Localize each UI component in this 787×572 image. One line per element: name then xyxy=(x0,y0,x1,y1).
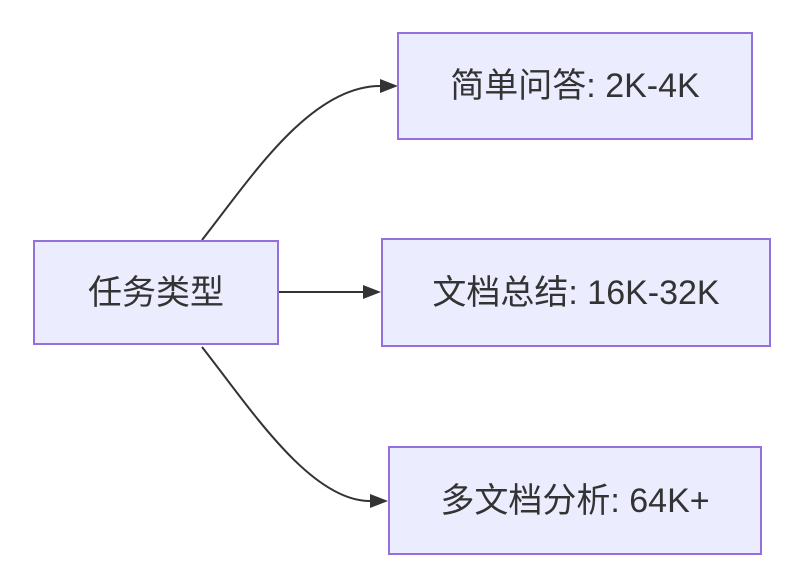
node-task-type: 任务类型 xyxy=(33,240,279,345)
node-simple-qa-label: 简单问答: 2K-4K xyxy=(450,67,700,105)
node-task-type-label: 任务类型 xyxy=(88,273,224,312)
node-doc-summary-label: 文档总结: 16K-32K xyxy=(432,273,720,312)
node-simple-qa: 简单问答: 2K-4K xyxy=(397,32,753,140)
edge-root-to-simple-qa xyxy=(201,79,398,241)
node-multi-doc-analysis: 多文档分析: 64K+ xyxy=(388,446,762,555)
node-multi-doc-analysis-label: 多文档分析: 64K+ xyxy=(440,481,710,520)
edge-root-to-multi-doc xyxy=(201,346,388,508)
node-doc-summary: 文档总结: 16K-32K xyxy=(381,238,771,347)
